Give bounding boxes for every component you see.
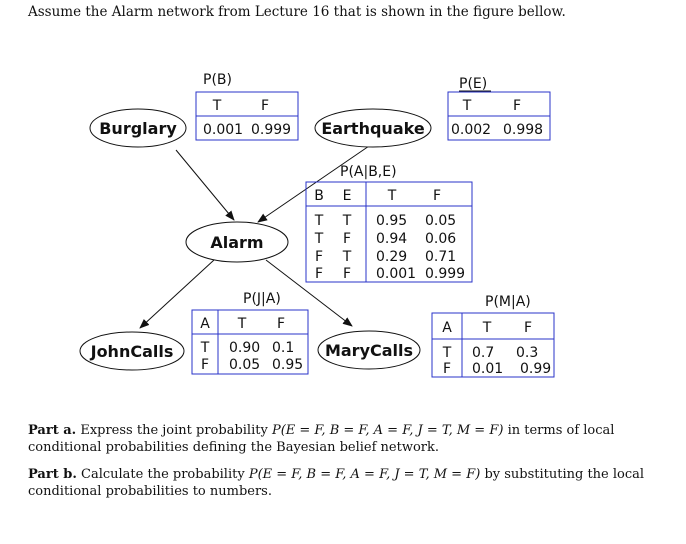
cpt-marycalls-row-t: 0.01 [472,361,503,377]
cpt-johncalls-header-a: A [200,316,210,332]
part-b-text2: by substituting the local conditional pr… [28,467,645,499]
edge-alarm-johncalls [139,259,215,329]
node-alarm-label: Alarm [210,233,263,252]
cpt-alarm-title: P(A|B,E) [340,164,397,180]
cpt-marycalls-header-f: F [524,320,532,336]
cpt-alarm-row-e: T [342,249,352,265]
intro-text: Assume the Alarm network from Lecture 16… [28,4,566,20]
cpt-earthquake-header-t: T [462,98,472,114]
cpt-alarm-row-b: F [315,249,323,265]
cpt-alarm-header-t: T [387,188,397,204]
cpt-alarm-row-f: 0.06 [425,231,456,247]
node-burglary: Burglary [89,108,187,148]
cpt-alarm-row-e: T [342,213,352,229]
cpt-alarm-row-e: F [343,266,351,282]
cpt-alarm-row-t: 0.94 [376,231,407,247]
cpt-alarm-header-e: E [343,188,352,204]
cpt-earthquake: P(E) T F 0.002 0.998 [447,76,551,141]
node-burglary-label: Burglary [99,119,177,138]
cpt-earthquake-header-f: F [513,98,521,114]
part-b-expression: P(E = F, B = F, A = F, J = T, M = F) [248,467,481,482]
part-b-label: Part b. [28,467,77,482]
cpt-alarm-row-f: 0.999 [425,266,465,282]
part-a-text2: in terms of local conditional probabilit… [28,423,615,455]
cpt-johncalls-header-t: T [237,316,247,332]
node-earthquake: Earthquake [314,108,432,148]
cpt-earthquake-title: P(E) [459,76,487,92]
cpt-alarm-row-b: F [315,266,323,282]
node-johncalls-label: JohnCalls [90,342,174,361]
cpt-marycalls: P(M|A) A T F T 0.7 0.3 F 0.01 0.99 [431,294,555,378]
cpt-marycalls-row-a: F [443,361,451,377]
part-b-text1: Calculate the probability [81,467,245,482]
cpt-johncalls: P(J|A) A T F T 0.90 0.1 F 0.05 0.95 [191,291,309,375]
cpt-johncalls-row-a: F [201,357,209,373]
edge-alarm-marycalls [265,259,353,327]
cpt-alarm-row-f: 0.71 [425,249,456,265]
bayes-network-diagram: Burglary Earthquake Alarm JohnCalls Mary… [79,72,555,378]
cpt-johncalls-row-f: 0.95 [272,357,303,373]
cpt-alarm-header-b: B [314,188,324,204]
cpt-marycalls-row-t: 0.7 [472,345,494,361]
cpt-marycalls-title: P(M|A) [485,294,531,310]
cpt-burglary-title: P(B) [203,72,232,88]
cpt-alarm-row-t: 0.95 [376,213,407,229]
part-b-paragraph: Part b. Calculate the probability P(E = … [28,466,648,500]
cpt-alarm-row-b: T [314,231,324,247]
cpt-burglary-header-f: F [261,98,269,114]
node-alarm: Alarm [185,221,289,263]
cpt-alarm-row-t: 0.001 [376,266,416,282]
cpt-marycalls-row-f: 0.99 [520,361,551,377]
cpt-johncalls-row-f: 0.1 [272,340,294,356]
cpt-alarm-row-e: F [343,231,351,247]
node-marycalls: MaryCalls [317,330,421,370]
part-a-expression: P(E = F, B = F, A = F, J = T, M = F) [271,423,504,438]
cpt-earthquake-value-f: 0.998 [503,122,543,138]
part-a-text1: Express the joint probability [80,423,268,438]
cpt-marycalls-header-t: T [482,320,492,336]
part-a-label: Part a. [28,423,77,438]
cpt-burglary-value-t: 0.001 [203,122,243,138]
edge-burglary-alarm [175,149,235,221]
cpt-alarm-row-t: 0.29 [376,249,407,265]
cpt-johncalls-header-f: F [277,316,285,332]
node-earthquake-label: Earthquake [321,119,425,138]
cpt-johncalls-row-t: 0.05 [229,357,260,373]
cpt-alarm: P(A|B,E) B E T F T T 0.95 0.05 T F 0.94 … [305,164,473,283]
node-marycalls-label: MaryCalls [325,341,413,360]
cpt-earthquake-value-t: 0.002 [451,122,491,138]
cpt-marycalls-row-a: T [442,345,452,361]
cpt-alarm-row-b: T [314,213,324,229]
cpt-johncalls-title: P(J|A) [243,291,281,307]
cpt-johncalls-row-t: 0.90 [229,340,260,356]
cpt-johncalls-row-a: T [200,340,210,356]
cpt-burglary: P(B) T F 0.001 0.999 [195,72,299,141]
cpt-marycalls-header-a: A [442,320,452,336]
part-a-paragraph: Part a. Express the joint probability P(… [28,422,648,456]
cpt-burglary-value-f: 0.999 [251,122,291,138]
cpt-marycalls-row-f: 0.3 [516,345,538,361]
cpt-alarm-row-f: 0.05 [425,213,456,229]
cpt-alarm-header-f: F [433,188,441,204]
cpt-burglary-header-t: T [212,98,222,114]
node-johncalls: JohnCalls [79,331,185,371]
edge-earthquake-alarm [257,143,373,223]
